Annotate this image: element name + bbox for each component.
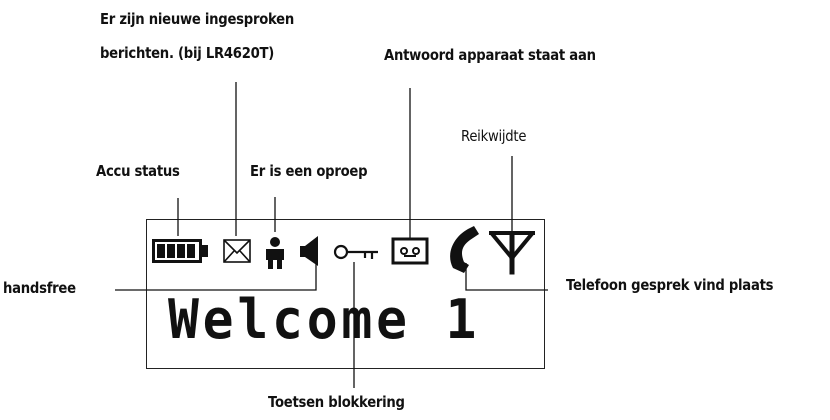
speaker-icon (300, 236, 318, 266)
new-messages-label-line1: Er zijn nieuwe ingesproken (100, 10, 294, 28)
signal-range-label: Reikwijdte (461, 127, 527, 145)
leader-line-call-in-progress (465, 263, 548, 291)
cassette-icon (391, 237, 429, 265)
person-icon (266, 237, 284, 269)
envelope-icon (223, 239, 251, 263)
welcome-message: Welcome 1 (168, 288, 481, 351)
battery-status-label: Accu status (96, 162, 180, 180)
new-messages-label-line2: berichten. (bij LR4620T) (100, 44, 275, 62)
battery-icon (152, 239, 208, 263)
answering-machine-label: Antwoord apparaat staat aan (384, 46, 596, 64)
antenna-icon (489, 231, 535, 275)
handset-icon (450, 226, 479, 273)
handsfree-label: handsfree (3, 279, 76, 297)
call-in-progress-label: Telefoon gesprek vind plaats (566, 276, 774, 294)
leader-line-handsfree (115, 258, 317, 291)
keypad-lock-label: Toetsen blokkering (268, 393, 405, 411)
incoming-call-label: Er is een oproep (250, 162, 368, 180)
leader-lines (115, 82, 548, 388)
lcd-display-frame (146, 219, 545, 369)
key-icon (333, 244, 378, 260)
